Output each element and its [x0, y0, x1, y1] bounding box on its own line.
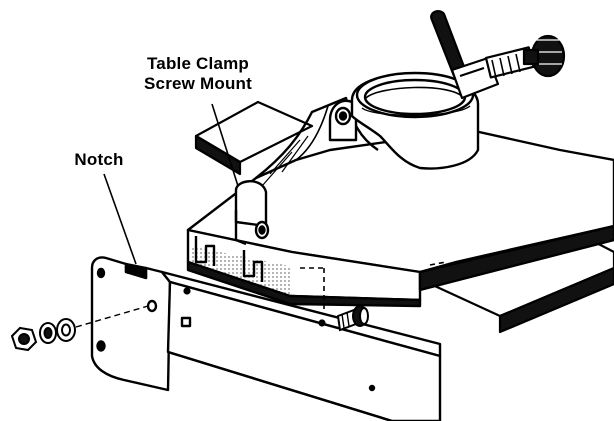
mounting-bolt: [336, 305, 369, 332]
mounting-bracket: [90, 256, 442, 421]
callout-clamp-line1: Table Clamp: [146, 54, 250, 73]
notch-leader: [103, 173, 137, 265]
callout-notch-text: Notch: [74, 150, 124, 169]
cam-lever-assembly: [430, 10, 566, 100]
callout-notch: Notch: [62, 150, 136, 170]
clamp-leader: [211, 103, 239, 187]
leader-lines: [103, 103, 239, 265]
collar-cylinder: [328, 71, 480, 170]
callout-clamp-line2: Screw Mount: [144, 74, 252, 93]
clamp-base: [186, 96, 614, 320]
callout-table-clamp-screw-mount: Table Clamp Screw Mount: [112, 54, 284, 94]
nut-and-washers: [10, 305, 149, 352]
